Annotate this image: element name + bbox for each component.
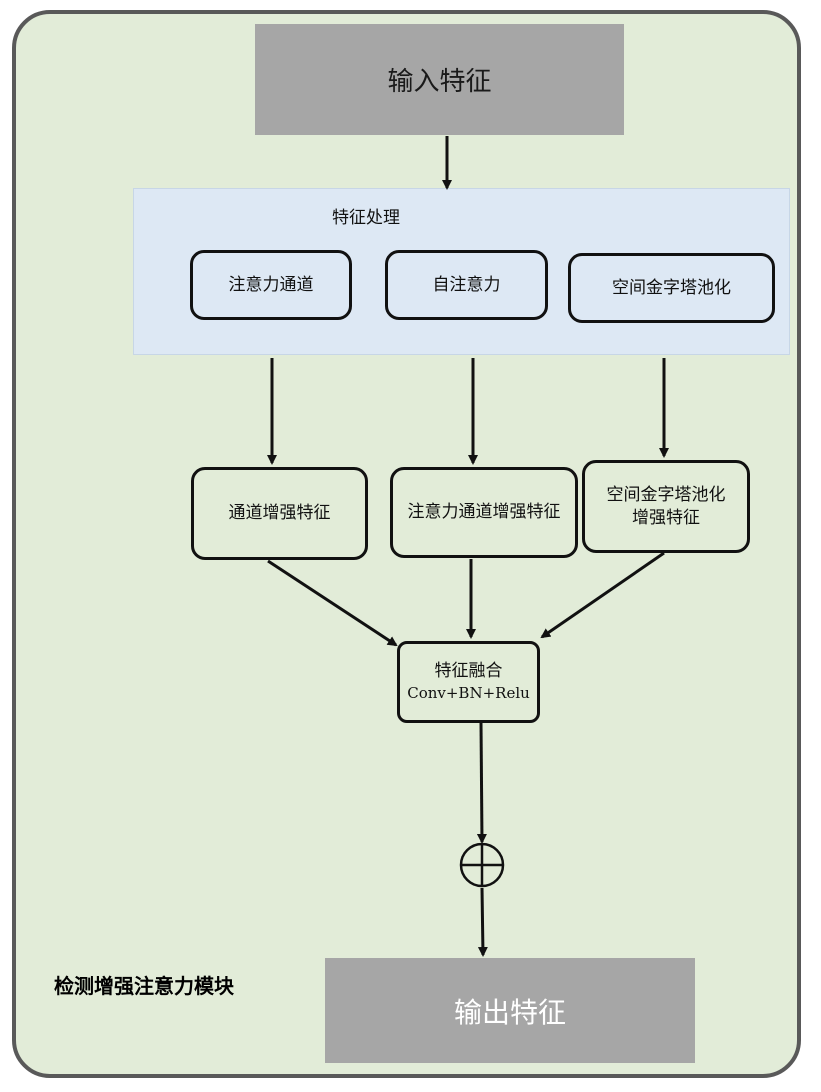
module-name-label: 检测增强注意力模块 — [54, 974, 234, 998]
channel-enhanced-feature-node: 通道增强特征 — [191, 467, 368, 560]
self-attention-node: 自注意力 — [385, 250, 548, 320]
arrow-spp-enh-to-fusion — [540, 551, 665, 639]
spatial-pyramid-pooling-label: 空间金字塔池化 — [612, 277, 731, 298]
arrow-channel-enh-to-fusion — [267, 559, 398, 647]
output-feature-box: 输出特征 — [325, 958, 695, 1063]
attention-channel-enhanced-feature-node: 注意力通道增强特征 — [390, 467, 578, 558]
spp-enhanced-feature-label: 空间金字塔池化 增强特征 — [607, 484, 726, 530]
channel-enhanced-feature-label: 通道增强特征 — [228, 503, 331, 524]
arrow-add-to-output — [477, 887, 488, 957]
output-feature-label: 输出特征 — [453, 995, 566, 1029]
input-feature-box: 输入特征 — [255, 24, 624, 135]
self-attention-label: 自注意力 — [432, 274, 501, 295]
arrow-fusion-to-add — [476, 722, 487, 844]
spp-enhanced-feature-line1: 空间金字塔池化 — [606, 484, 726, 505]
spatial-pyramid-pooling-node: 空间金字塔池化 — [568, 253, 775, 323]
attention-channel-enhanced-feature-label: 注意力通道增强特征 — [407, 502, 561, 523]
channel-attention-node: 注意力通道 — [190, 250, 352, 320]
spp-enhanced-feature-node: 空间金字塔池化 增强特征 — [582, 460, 750, 553]
feature-processing-title: 特征处理 — [332, 208, 400, 228]
feature-fusion-title: 特征融合 — [434, 661, 503, 682]
channel-attention-label: 注意力通道 — [228, 274, 314, 295]
feature-processing-panel — [133, 188, 790, 355]
feature-fusion-subtitle: Conv+BN+Relu — [407, 684, 530, 703]
elementwise-add-icon — [459, 842, 505, 888]
input-feature-label: 输入特征 — [387, 67, 492, 97]
spp-enhanced-feature-line2: 增强特征 — [632, 507, 700, 528]
feature-fusion-node: 特征融合 Conv+BN+Relu — [397, 641, 540, 723]
